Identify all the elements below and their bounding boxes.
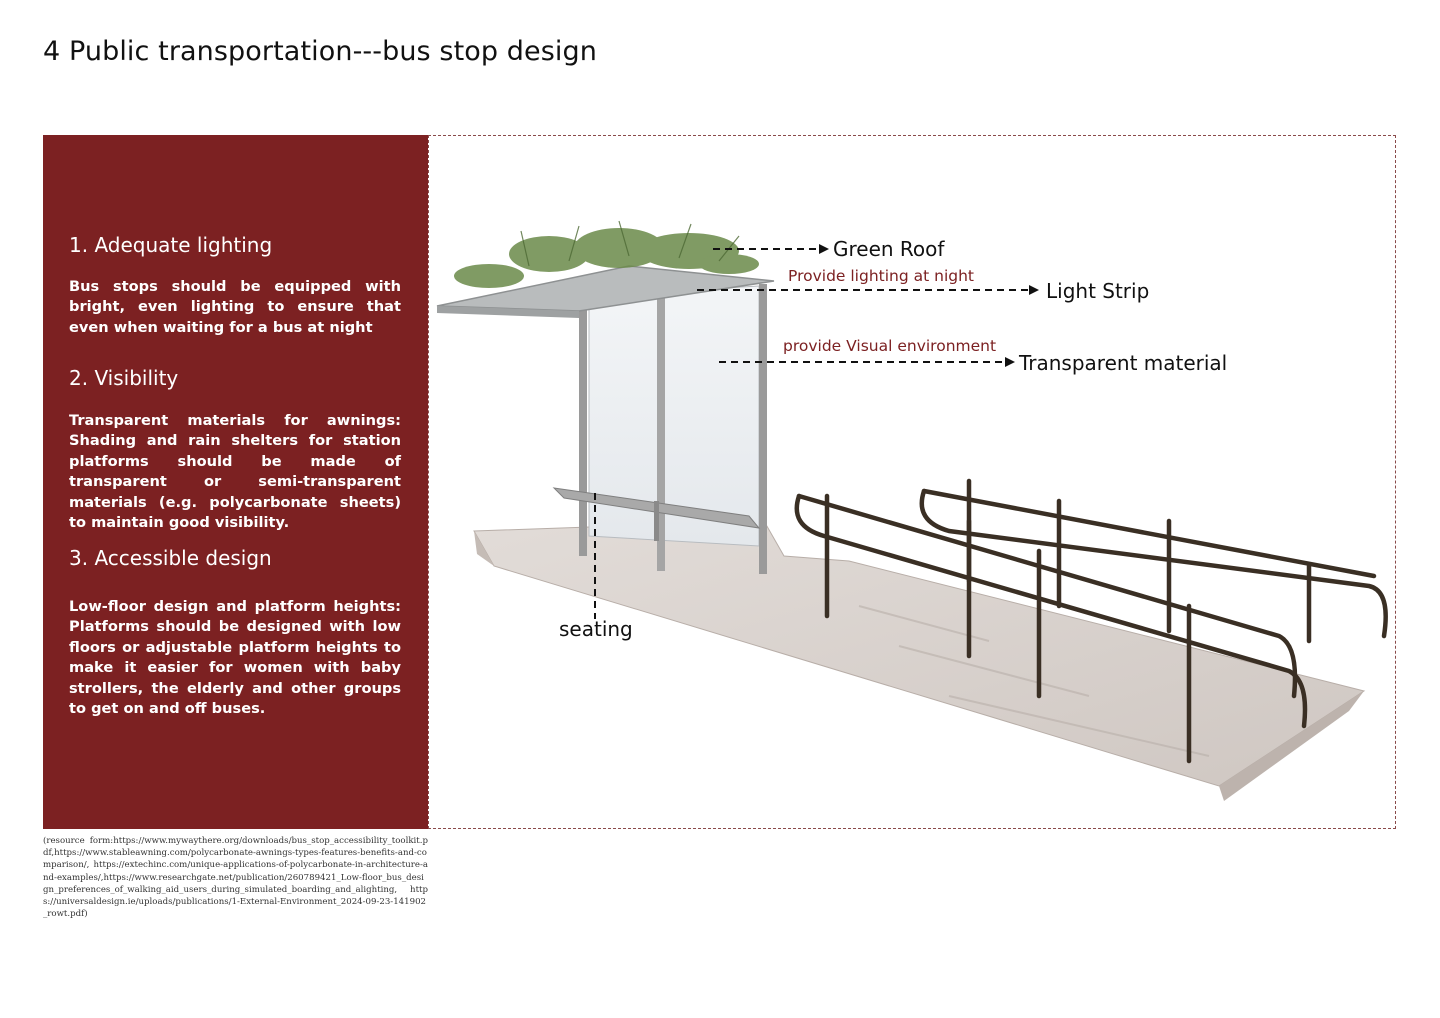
note-lighting: Provide lighting at night <box>788 267 974 285</box>
page-title: 4 Public transportation---bus stop desig… <box>43 36 597 67</box>
callout-light-strip: Light Strip <box>1046 279 1150 303</box>
handrails <box>794 478 1388 764</box>
platform-slab <box>473 520 1366 801</box>
design-principles-panel: 1. Adequate lighting Bus stops should be… <box>43 135 428 829</box>
reference-list: (resource form:https://www.mywaythere.or… <box>43 836 428 920</box>
callout-seating: seating <box>559 617 633 641</box>
callout-transparent-material: Transparent material <box>1019 351 1228 375</box>
callout-arrows <box>594 248 1031 619</box>
section-title-visibility: 2. Visibility <box>69 366 179 390</box>
note-visual-environment: provide Visual environment <box>783 337 997 355</box>
section-body-accessible-design: Low-floor design and platform heights: P… <box>69 598 401 718</box>
shelter <box>436 220 775 574</box>
section-body-lighting: Bus stops should be equipped with bright… <box>69 278 401 336</box>
section-body-visibility: Transparent materials for awnings: Shadi… <box>69 412 401 532</box>
section-title-accessible-design: 3. Accessible design <box>69 546 272 570</box>
green-roof-plants <box>454 228 759 288</box>
bus-stop-rendering <box>436 220 1388 801</box>
callout-green-roof: Green Roof <box>833 237 945 261</box>
arrowheads <box>819 244 1039 367</box>
bus-stop-figure: Green Roof Light Strip Transparent mater… <box>428 135 1396 829</box>
section-title-lighting: 1. Adequate lighting <box>69 233 273 257</box>
